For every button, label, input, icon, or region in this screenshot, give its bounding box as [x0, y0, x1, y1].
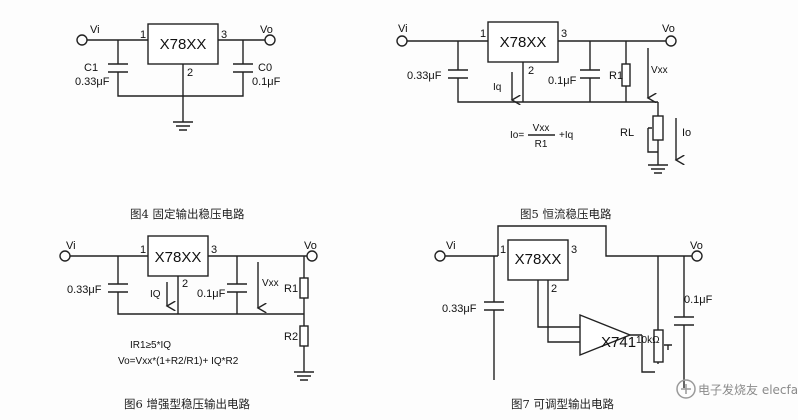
fig5-iq-label: Iq	[493, 82, 501, 93]
fig4-vi-terminal	[76, 34, 88, 46]
fig7-cout-value: 0.1μF	[684, 294, 713, 306]
fig4-ground-icon	[173, 121, 193, 131]
fig5-formula-lhs: Io=	[510, 130, 524, 141]
fig6-capacitors	[108, 283, 247, 293]
fig5-cin-value: 0.33μF	[407, 70, 442, 82]
watermark-text: 电子发烧友 elecfans.com	[698, 382, 798, 397]
fig5-vi-label: Vi	[398, 23, 408, 35]
fig6-pin3: 3	[211, 244, 217, 256]
fig4-c0-value: 0.1μF	[252, 76, 281, 88]
fig6-ground-icon	[294, 371, 314, 381]
fig7-pot-label: 10kΩ	[636, 335, 660, 346]
fig4-vi-label: Vi	[90, 24, 100, 36]
fig5-pin2: 2	[528, 65, 534, 77]
fig5-circuit: X78XX 1 3 2 Vi Vo 0.33μF 0.1μF R1 Vxx Iq…	[396, 21, 691, 221]
fig5-formula-rhs: +Iq	[559, 130, 573, 141]
fig6-vo-label: Vo	[304, 240, 317, 252]
fig7-caption: 图7 可调型输出电路	[511, 397, 614, 411]
fig4-pin3: 3	[221, 29, 227, 41]
fig6-vxx-label: Vxx	[262, 278, 279, 289]
fig7-opamp-triangle	[579, 313, 632, 357]
fig4-pin1: 1	[140, 29, 146, 41]
fig7-pin1: 1	[500, 244, 506, 256]
fig5-caption: 图5 恒流稳压电路	[520, 207, 612, 221]
fig7-potentiometer	[653, 329, 664, 363]
fig4-ic-label: X78XX	[160, 36, 207, 53]
fig5-r1-label: R1	[609, 70, 623, 82]
fig6-eq1: IR1≥5*IQ	[130, 340, 171, 351]
fig5-ground-icon	[648, 164, 668, 174]
fig6-r2-label: R2	[284, 331, 298, 343]
fig5-regulator-ic	[487, 21, 559, 63]
fig5-vo-terminal	[665, 35, 677, 47]
watermark-logo-mark	[681, 384, 691, 394]
fig4-capacitors	[108, 63, 253, 73]
fig5-ic-label: X78XX	[500, 34, 547, 51]
fig6-cin-value: 0.33μF	[67, 284, 102, 296]
watermark: 电子发烧友 elecfans.com	[676, 379, 798, 399]
fig7-ic-label: X78XX	[515, 251, 562, 268]
fig7-capacitors	[484, 301, 694, 326]
fig7-vi-label: Vi	[446, 240, 456, 252]
fig6-vi-terminal	[59, 250, 71, 262]
fig5-capacitors	[448, 69, 600, 79]
fig4-c1-value: 0.33μF	[75, 76, 110, 88]
fig4-caption: 图4 固定输出稳压电路	[130, 207, 245, 221]
fig5-rl-potentiometer	[652, 115, 664, 141]
fig7-vi-terminal	[434, 250, 446, 262]
fig4-vo-label: Vo	[260, 24, 273, 36]
fig4-vo-terminal	[264, 34, 276, 46]
fig6-r1-resistor	[299, 277, 309, 299]
fig6-pin2: 2	[182, 278, 188, 290]
fig7-cin-value: 0.33μF	[442, 303, 477, 315]
fig6-r1-label: R1	[284, 283, 298, 295]
fig6-regulator-ic	[147, 235, 209, 277]
fig5-rl-label: RL	[620, 127, 634, 139]
fig5-pin1: 1	[480, 28, 486, 40]
fig5-rl-wiper	[647, 127, 658, 153]
fig7-pin3: 3	[571, 244, 577, 256]
fig6-vi-label: Vi	[66, 240, 76, 252]
fig6-vo-terminal	[306, 250, 318, 262]
fig4-circuit: X78XX 1 3 2 Vi Vo C1 0.33μF C0 0.1μF 图4 …	[75, 23, 281, 221]
fig7-opamp-label: X741	[601, 334, 636, 351]
fig5-cout-value: 0.1μF	[548, 75, 577, 87]
fig7-wires	[445, 225, 692, 388]
fig4-c0-name: C0	[258, 62, 272, 74]
fig7-vo-label: Vo	[690, 240, 703, 252]
fig4-c1-name: C1	[84, 62, 98, 74]
fig4-wires	[87, 39, 265, 122]
fig6-caption: 图6 增强型稳压输出电路	[124, 397, 250, 411]
fig6-wires	[70, 255, 307, 372]
fig5-pin3: 3	[561, 28, 567, 40]
fig6-eq2: Vo=Vxx*(1+R2/R1)+ IQ*R2	[118, 356, 239, 367]
fig6-r2-resistor	[299, 325, 309, 347]
fig7-regulator-ic	[507, 239, 569, 281]
fig5-vo-label: Vo	[662, 23, 675, 35]
fig6-iq-label: IQ	[150, 289, 161, 300]
fig7-pin2: 2	[551, 283, 557, 295]
fig5-formula-denominator: R1	[535, 139, 548, 150]
fig6-ic-label: X78XX	[155, 249, 202, 266]
fig5-wires	[407, 40, 666, 165]
fig4-pin2: 2	[187, 67, 193, 79]
fig5-io-label: Io	[682, 127, 691, 139]
fig7-circuit: X78XX 1 3 2 Vi Vo 0.33μF 0.1μF X741 10kΩ…	[434, 225, 713, 411]
fig5-vxx-label: Vxx	[651, 65, 668, 76]
fig6-circuit: X78XX 1 3 2 Vi Vo 0.33μF 0.1μF IQ Vxx R1…	[59, 235, 318, 411]
fig6-pin1: 1	[140, 244, 146, 256]
fig5-r1-resistor	[621, 63, 631, 87]
watermark-logo-icon	[676, 379, 696, 399]
fig5-vi-terminal	[396, 35, 408, 47]
fig4-regulator-ic	[147, 23, 219, 65]
fig7-vo-terminal	[691, 250, 703, 262]
fig6-cout-value: 0.1μF	[197, 288, 226, 300]
fig5-formula-numerator: Vxx	[533, 123, 550, 134]
